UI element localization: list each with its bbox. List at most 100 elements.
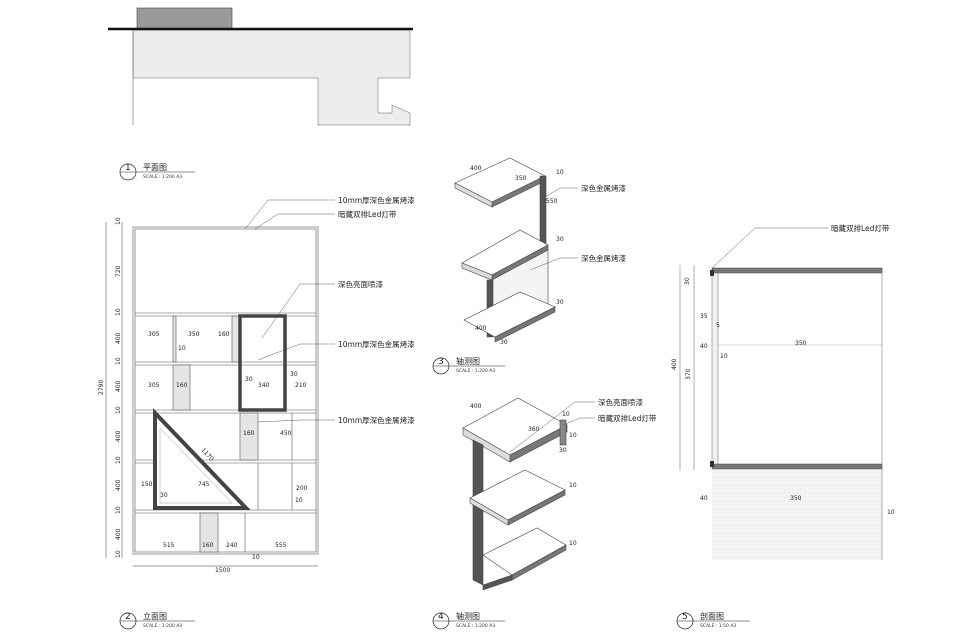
view-title-text-1: 平面图: [143, 163, 167, 172]
dim-left-5: 400: [115, 380, 122, 392]
axo3-top-0: 400: [470, 165, 482, 172]
dim-row3-0: 160: [243, 430, 255, 437]
sec-dim-2: 5: [716, 322, 720, 329]
dim-row2-3: 340: [258, 382, 270, 389]
note-dark-metal-2: 深色金属烤漆: [581, 253, 626, 263]
plan-view: [108, 7, 413, 126]
dim-left-6: 10: [115, 406, 122, 414]
sec-dim-10: 10: [887, 509, 895, 516]
sec-dim-5: 350: [795, 340, 807, 347]
axo4-top-2: 10: [562, 411, 570, 418]
view-scale-4: SCALE : 1:200 A3: [456, 623, 495, 629]
view-title-1: 1 平面图 SCALE : 1:200 A3: [119, 163, 195, 181]
axo4-side-0: 10: [569, 482, 577, 489]
axo4-top-3: 10: [569, 432, 577, 439]
dim-left-9: 400: [115, 479, 122, 491]
dim-row2-1: 160: [176, 382, 188, 389]
view-number-3: 3: [438, 357, 444, 367]
axo3-side-3: 30: [556, 299, 564, 306]
view-scale-5: SCALE : 1:50 A3: [700, 623, 736, 629]
elevation-dimensions: [105, 222, 318, 567]
view-title-2: 2 立面图 SCALE : 1:200 A3: [119, 611, 195, 630]
dim-row4-1: 745: [198, 481, 210, 488]
dim-row5-0: 515: [163, 542, 175, 549]
dim-left-3: 400: [115, 332, 122, 344]
view-number-5: 5: [682, 612, 688, 622]
view-scale-2: SCALE : 1:200 A3: [143, 623, 182, 629]
sec-dim-7: 370: [685, 368, 692, 380]
note-led-strip-1: 暗藏双排Led灯带: [338, 209, 397, 219]
dim-row4-4: 10: [295, 497, 303, 504]
dim-left-7: 400: [115, 430, 122, 442]
axo3-top-1: 350: [515, 175, 527, 182]
dim-left-0: 10: [115, 217, 122, 225]
dim-total-height: 2790: [98, 380, 105, 395]
elevation-view: [132, 226, 319, 555]
dim-left-1: 720: [115, 265, 122, 277]
axo4-side-2: 30: [559, 447, 567, 454]
dim-left-12: 10: [115, 550, 122, 558]
sec-dim-9: 350: [790, 495, 802, 502]
axo4-top-1: 360: [528, 426, 540, 433]
sec-dim-1: 35: [700, 313, 708, 320]
axo3-dim-text: 400 350 10 550 30 30 400 30: [470, 165, 564, 346]
dim-row1-0: 305: [148, 331, 160, 338]
sec-dim-8: 40: [700, 495, 708, 502]
view-title-5: 5 剖面图 SCALE : 1:50 A3: [676, 611, 750, 630]
dim-row5-2: 240: [226, 542, 238, 549]
dim-row5-1: 160: [202, 542, 214, 549]
axo3-leaders: [529, 187, 578, 271]
section-dim-text: 30 35 5 40 10 350 400 370 40 350 10: [671, 277, 895, 516]
dim-row4-2: 30: [160, 492, 168, 499]
note-dark-metal-1: 深色金属烤漆: [581, 183, 626, 193]
dim-total-width: 1500: [215, 567, 230, 574]
dim-row2-5: 210: [295, 382, 307, 389]
view-title-text-4: 轴测图: [456, 611, 480, 621]
note-metal-paint-2: 10mm厚深色金属烤漆: [338, 339, 415, 349]
sec-dim-3: 40: [700, 343, 708, 350]
note-glossy-spray-1: 深色亮面喷漆: [338, 279, 383, 289]
dim-left-10: 10: [115, 506, 122, 514]
axo4-side-1: 10: [569, 540, 577, 547]
view-number-2: 2: [125, 612, 131, 622]
dim-row1-2: 160: [218, 331, 230, 338]
dim-left-4: 10: [115, 357, 122, 365]
dim-left-11: 400: [115, 528, 122, 540]
dim-row1-gap: 10: [178, 345, 186, 352]
dim-row4-3: 200: [296, 485, 308, 492]
axo3-side-5: 30: [500, 339, 508, 346]
axo4-leaders: [509, 401, 595, 453]
view-title-4: 4 轴测图 SCALE : 1:200 A3: [432, 611, 505, 630]
axo3-side-4: 400: [475, 325, 487, 332]
section-dimensions: [679, 227, 828, 470]
dim-row2-4: 30: [290, 371, 298, 378]
dim-row1-1: 350: [188, 331, 200, 338]
dim-left-8: 10: [115, 456, 122, 464]
axo3-side-2: 30: [556, 236, 564, 243]
view-number-1: 1: [125, 163, 131, 173]
note-glossy-spray-2: 深色亮面喷漆: [598, 397, 643, 407]
axo4-top-0: 400: [470, 403, 482, 410]
view-scale-3: SCALE : 1:200 A3: [456, 368, 495, 374]
note-led-strip-3: 暗藏双排Led灯带: [831, 223, 890, 233]
axo3-side-1: 550: [546, 198, 558, 205]
note-led-strip-2: 暗藏双排Led灯带: [598, 413, 657, 423]
view-number-4: 4: [438, 612, 444, 622]
view-title-text-3: 轴测图: [456, 356, 480, 366]
axo3-side-0: 10: [556, 169, 564, 176]
sec-dim-4: 10: [720, 353, 728, 360]
view-title-text-2: 立面图: [143, 611, 167, 621]
view-title-3: 3 轴测图 SCALE : 1:200 A3: [432, 356, 505, 375]
dim-row5-3: 555: [275, 542, 287, 549]
sec-dim-0: 30: [684, 277, 691, 285]
view-title-text-5: 剖面图: [700, 611, 724, 621]
dim-row2-2: 30: [245, 376, 253, 383]
dim-row3-1: 450: [280, 430, 292, 437]
sec-dim-6: 400: [671, 358, 678, 370]
dim-row2-0: 305: [148, 382, 160, 389]
dim-left-2: 10: [115, 308, 122, 316]
axo-view-3: [454, 157, 556, 343]
dim-row4-0: 150: [141, 481, 153, 488]
section-view: [710, 267, 883, 560]
